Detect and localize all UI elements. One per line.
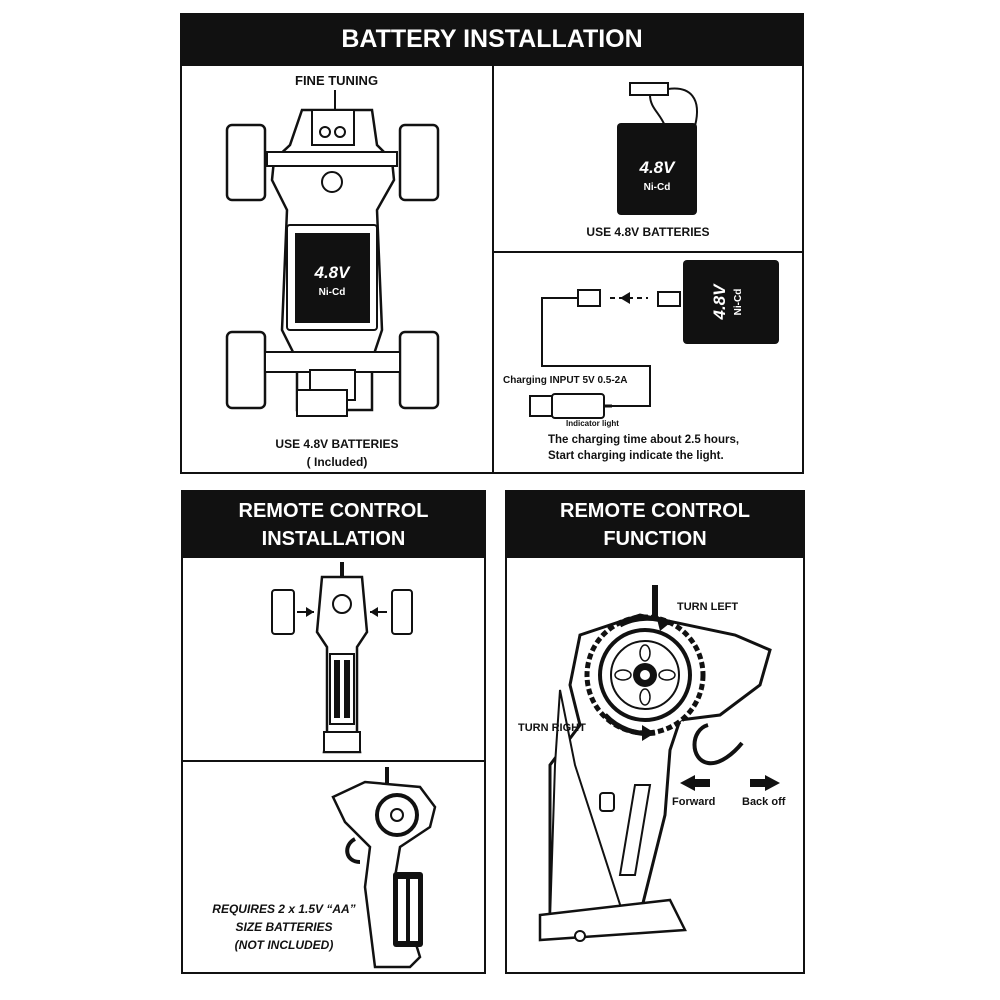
pack-battery-voltage: 4.8V (639, 158, 677, 177)
pack-battery-chem: Ni-Cd (644, 182, 671, 193)
car-battery-voltage: 4.8V (314, 263, 352, 282)
car-caption-line1: USE 4.8V BATTERIES (275, 437, 399, 451)
remote-side-view-illustration (331, 767, 437, 969)
indicator-light-label: Indicator light (566, 419, 619, 428)
remote-install-title-line1: REMOTE CONTROL (238, 500, 429, 522)
charging-input-label: Charging INPUT 5V 0.5-2A (503, 375, 628, 386)
requires-aa-line1: REQUIRES 2 x 1.5V “AA” (212, 902, 356, 916)
car-caption-line2: ( Included) (306, 455, 368, 469)
remote-install-header: REMOTE CONTROL INSTALLATION (181, 490, 486, 558)
requires-aa-line2: SIZE BATTERIES (235, 920, 333, 934)
remote-front-view-illustration (271, 562, 413, 754)
fine-tuning-label: FINE TUNING (295, 73, 379, 88)
remote-function-title-line2: FUNCTION (603, 528, 707, 550)
battery-pack-illustration: 4.8V Ni-Cd (617, 82, 698, 215)
back-off-label: Back off (742, 796, 786, 808)
remote-function-illustration (538, 585, 780, 942)
pack-caption: USE 4.8V BATTERIES (586, 225, 710, 239)
forward-label: Forward (672, 796, 716, 808)
car-top-view-illustration: 4.8V Ni-Cd (225, 90, 440, 417)
remote-install-title-line2: INSTALLATION (261, 528, 406, 550)
remote-function-title-line1: REMOTE CONTROL (560, 500, 750, 522)
charger-battery-chem: Ni-Cd (733, 289, 744, 316)
charging-illustration: 4.8V Ni-Cd (529, 260, 779, 419)
charging-note-line2: Start charging indicate the light. (548, 450, 724, 462)
requires-aa-line3: (NOT INCLUDED) (234, 938, 334, 952)
remote-install-divider (181, 760, 486, 762)
turn-left-label: TURN LEFT (677, 601, 739, 613)
battery-installation-title: BATTERY INSTALLATION (341, 25, 643, 53)
remote-function-header: REMOTE CONTROL FUNCTION (505, 490, 805, 558)
turn-right-label: TURN RIGHT (518, 722, 586, 734)
charger-battery-voltage: 4.8V (710, 283, 729, 321)
battery-installation-header: BATTERY INSTALLATION (180, 13, 804, 65)
car-battery-chem: Ni-Cd (319, 287, 346, 298)
charging-note-line1: The charging time about 2.5 hours, (548, 434, 740, 446)
